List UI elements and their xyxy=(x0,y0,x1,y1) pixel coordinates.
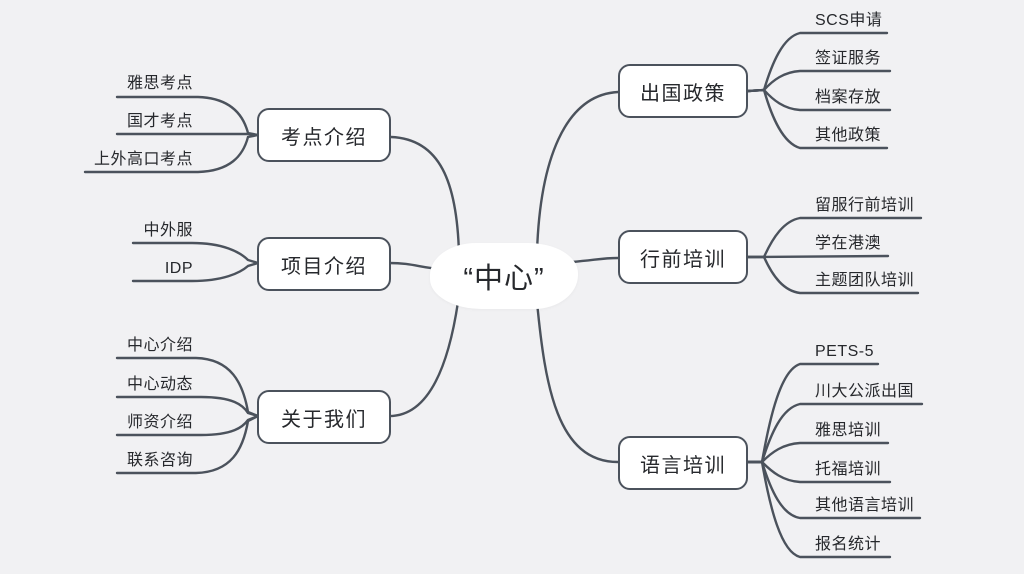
connector xyxy=(386,300,460,418)
leaf-node[interactable]: 其他语言培训 xyxy=(815,497,915,514)
leaf-node[interactable]: 中心介绍 xyxy=(126,337,193,354)
leaf-node[interactable]: 师资介绍 xyxy=(126,414,193,431)
leaf-node[interactable]: SCS申请 xyxy=(815,12,883,29)
branch-node-programs[interactable]: 项目介绍 xyxy=(257,237,391,291)
connector xyxy=(131,241,260,265)
branch-node-abroad-policy[interactable]: 出国政策 xyxy=(618,64,748,118)
leaf-node[interactable]: 国才考点 xyxy=(126,113,193,130)
connector xyxy=(115,414,260,475)
connector xyxy=(115,95,260,137)
leaf-node[interactable]: 中外服 xyxy=(143,222,193,239)
leaf-node[interactable]: 雅思考点 xyxy=(126,75,193,92)
leaf-node[interactable]: 托福培训 xyxy=(815,461,882,478)
branch-node-predeparture-training[interactable]: 行前培训 xyxy=(618,230,748,284)
connector xyxy=(570,256,620,264)
branch-node-test-centers[interactable]: 考点介绍 xyxy=(257,108,391,162)
connector xyxy=(746,255,920,295)
leaf-node[interactable]: 联系咨询 xyxy=(126,452,193,469)
connector xyxy=(535,90,620,254)
leaf-node[interactable]: 其他政策 xyxy=(815,127,882,144)
leaf-node[interactable]: 主题团队培训 xyxy=(815,272,915,289)
leaf-node[interactable]: IDP xyxy=(164,260,193,277)
connector xyxy=(131,261,260,283)
branch-node-about-us[interactable]: 关于我们 xyxy=(257,390,391,444)
leaf-node[interactable]: 报名统计 xyxy=(815,536,882,553)
connector xyxy=(389,135,461,256)
leaf-node[interactable]: 档案存放 xyxy=(815,89,882,106)
leaf-node[interactable]: PETS-5 xyxy=(815,343,875,360)
connector xyxy=(746,88,889,150)
connector xyxy=(115,132,260,137)
branch-node-language-training[interactable]: 语言培训 xyxy=(618,436,748,490)
connector xyxy=(535,300,620,464)
leaf-node[interactable]: 上外高口考点 xyxy=(93,151,193,168)
connector xyxy=(115,395,260,418)
leaf-node[interactable]: 留服行前培训 xyxy=(815,197,915,214)
connector xyxy=(115,356,260,418)
central-topic-node[interactable]: “中心” xyxy=(430,243,578,309)
leaf-node[interactable]: 中心动态 xyxy=(126,376,193,393)
connector xyxy=(746,254,890,259)
connector xyxy=(746,460,892,559)
leaf-node[interactable]: 雅思培训 xyxy=(815,422,882,439)
leaf-node[interactable]: 川大公派出国 xyxy=(815,383,915,400)
leaf-node[interactable]: 签证服务 xyxy=(815,50,882,67)
connector xyxy=(83,133,260,174)
leaf-node[interactable]: 学在港澳 xyxy=(815,235,882,252)
